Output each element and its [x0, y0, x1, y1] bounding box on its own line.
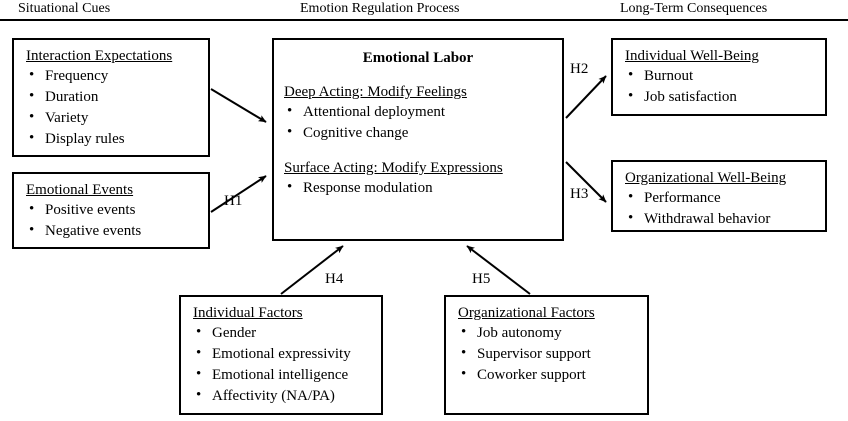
- spacer: [284, 144, 552, 157]
- list-item: Variety: [26, 107, 199, 129]
- subgroup-deep-acting: Deep Acting: Modify Feelings Attentional…: [284, 83, 552, 144]
- list-item: Positive events: [26, 199, 199, 221]
- list-item: Display rules: [26, 128, 199, 150]
- list-item: Performance: [625, 187, 816, 209]
- box-interaction-expectations: Interaction Expectations Frequency Durat…: [12, 38, 210, 157]
- bullet-list-emotional-events: Positive events Negative events: [26, 199, 199, 242]
- box-organizational-well-being: Organizational Well-Being Performance Wi…: [611, 160, 827, 232]
- list-item: Affectivity (NA/PA): [193, 385, 372, 407]
- bullet-list-surface-acting: Response modulation: [284, 177, 552, 199]
- hypothesis-label-h1: H1: [224, 193, 243, 209]
- list-item: Cognitive change: [284, 122, 552, 144]
- subgroup-title-surface-acting: Surface Acting: Modify Expressions: [284, 160, 503, 176]
- box-title-organizational-factors: Organizational Factors: [458, 305, 595, 321]
- hypothesis-label-h3: H3: [570, 186, 589, 202]
- header-divider-rule: [0, 19, 848, 21]
- column-header-emotion-regulation-process: Emotion Regulation Process: [300, 1, 460, 16]
- list-item: Emotional expressivity: [193, 343, 372, 365]
- box-title-individual-well-being: Individual Well-Being: [625, 48, 759, 64]
- list-item: Job satisfaction: [625, 86, 816, 108]
- hypothesis-label-h2: H2: [570, 61, 589, 77]
- list-item: Negative events: [26, 220, 199, 242]
- subgroup-surface-acting: Surface Acting: Modify Expressions Respo…: [284, 159, 552, 199]
- bullet-list-organizational-factors: Job autonomy Supervisor support Coworker…: [458, 322, 638, 386]
- arrow-interaction-to-labor: [210, 88, 267, 123]
- hypothesis-label-h4: H4: [325, 271, 344, 287]
- bullet-list-deep-acting: Attentional deployment Cognitive change: [284, 101, 552, 144]
- box-organizational-factors: Organizational Factors Job autonomy Supe…: [444, 295, 649, 415]
- list-item: Coworker support: [458, 364, 638, 386]
- box-title-emotional-events: Emotional Events: [26, 182, 134, 198]
- list-item: Duration: [26, 86, 199, 108]
- column-header-situational-cues: Situational Cues: [18, 1, 111, 16]
- box-title-individual-factors: Individual Factors: [193, 305, 303, 321]
- box-title-emotional-labor: Emotional Labor: [362, 50, 474, 66]
- list-item: Gender: [193, 322, 372, 344]
- box-title-organizational-well-being: Organizational Well-Being: [625, 170, 787, 186]
- box-emotional-events: Emotional Events Positive events Negativ…: [12, 172, 210, 249]
- bullet-list-organizational-well-being: Performance Withdrawal behavior: [625, 187, 816, 230]
- list-item: Emotional intelligence: [193, 364, 372, 386]
- spacer: [284, 68, 552, 81]
- hypothesis-label-h5: H5: [472, 271, 491, 287]
- list-item: Job autonomy: [458, 322, 638, 344]
- box-emotional-labor: Emotional Labor Deep Acting: Modify Feel…: [272, 38, 564, 241]
- bullet-list-individual-well-being: Burnout Job satisfaction: [625, 65, 816, 108]
- box-title-interaction-expectations: Interaction Expectations: [26, 48, 173, 64]
- list-item: Supervisor support: [458, 343, 638, 365]
- bullet-list-interaction-expectations: Frequency Duration Variety Display rules: [26, 65, 199, 150]
- box-individual-factors: Individual Factors Gender Emotional expr…: [179, 295, 383, 415]
- list-item: Response modulation: [284, 177, 552, 199]
- list-item: Withdrawal behavior: [625, 208, 816, 230]
- box-individual-well-being: Individual Well-Being Burnout Job satisf…: [611, 38, 827, 116]
- list-item: Attentional deployment: [284, 101, 552, 123]
- subgroup-title-deep-acting: Deep Acting: Modify Feelings: [284, 84, 467, 100]
- arrow-labor-to-individual-wellbeing-h2: [565, 75, 607, 119]
- list-item: Frequency: [26, 65, 199, 87]
- bullet-list-individual-factors: Gender Emotional expressivity Emotional …: [193, 322, 372, 407]
- list-item: Burnout: [625, 65, 816, 87]
- column-header-long-term-consequences: Long-Term Consequences: [620, 1, 768, 16]
